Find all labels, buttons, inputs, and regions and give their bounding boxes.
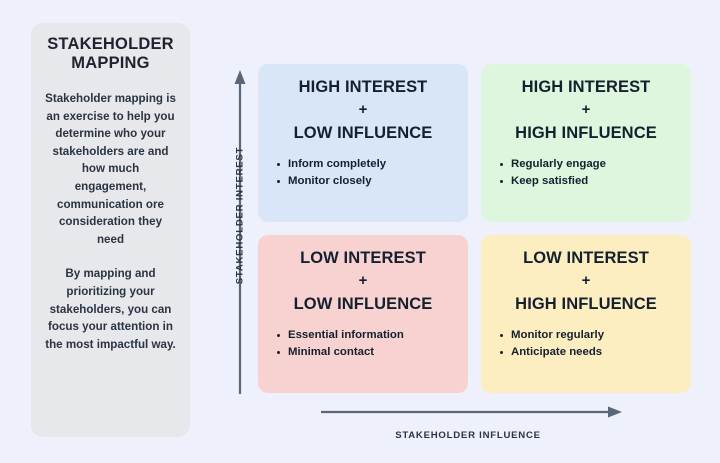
quadrant-title-line-2: LOW INFLUENCE xyxy=(293,294,433,313)
matrix-grid: HIGH INTEREST + LOW INFLUENCE Inform com… xyxy=(258,64,691,393)
quadrant-title-line-1: LOW INTEREST xyxy=(300,249,426,267)
quadrant-low-interest-high-influence[interactable]: LOW INTEREST + HIGH INFLUENCE Monitor re… xyxy=(481,235,691,393)
sidebar-paragraph-1: Stakeholder mapping is an exercise to he… xyxy=(45,91,176,246)
quadrant-title-line-2: HIGH INFLUENCE xyxy=(515,123,657,142)
sidebar-paragraph-2: By mapping and prioritizing your stakeho… xyxy=(45,267,176,351)
x-axis-arrow-icon xyxy=(321,406,622,418)
quadrant-plus-sign: + xyxy=(581,101,591,119)
quadrant-high-interest-low-influence[interactable]: HIGH INTEREST + LOW INFLUENCE Inform com… xyxy=(258,64,468,222)
quadrant-title-line-1: LOW INTEREST xyxy=(523,249,649,267)
y-axis-label: STAKEHOLDER INTEREST xyxy=(234,146,246,285)
list-item: Regularly engage xyxy=(497,156,675,173)
quadrant-plus-sign: + xyxy=(581,272,591,290)
quadrant-bullet-list: Regularly engage Keep satisfied xyxy=(497,156,675,190)
y-axis: STAKEHOLDER INTEREST xyxy=(222,62,258,397)
quadrant-bullet-list: Inform completely Monitor closely xyxy=(274,156,452,190)
list-item: Monitor regularly xyxy=(497,327,675,344)
page-title: STAKEHOLDER MAPPING xyxy=(47,35,174,73)
list-item: Essential information xyxy=(274,327,452,344)
quadrant-bullet-list: Monitor regularly Anticipate needs xyxy=(497,327,675,361)
list-item: Inform completely xyxy=(274,156,452,173)
quadrant-bullet-list: Essential information Minimal contact xyxy=(274,327,452,361)
quadrant-title-line-2: HIGH INFLUENCE xyxy=(515,294,657,313)
list-item: Keep satisfied xyxy=(497,173,675,190)
quadrant-high-interest-high-influence[interactable]: HIGH INTEREST + HIGH INFLUENCE Regularly… xyxy=(481,64,691,222)
list-item: Minimal contact xyxy=(274,344,452,361)
quadrant-title-line-1: HIGH INTEREST xyxy=(298,78,428,96)
quadrant-low-interest-low-influence[interactable]: LOW INTEREST + LOW INFLUENCE Essential i… xyxy=(258,235,468,393)
quadrant-plus-sign: + xyxy=(358,101,368,119)
list-item: Anticipate needs xyxy=(497,344,675,361)
quadrant-title-line-1: HIGH INTEREST xyxy=(521,78,651,96)
list-item: Monitor closely xyxy=(274,173,452,190)
quadrant-plus-sign: + xyxy=(358,272,368,290)
x-axis: STAKEHOLDER INFLUENCE xyxy=(318,404,638,452)
quadrant-title-line-2: LOW INFLUENCE xyxy=(293,123,433,142)
x-axis-label: STAKEHOLDER INFLUENCE xyxy=(395,430,541,441)
sidebar-panel: STAKEHOLDER MAPPING Stakeholder mapping … xyxy=(31,23,190,437)
y-axis-arrow-icon xyxy=(234,70,246,394)
